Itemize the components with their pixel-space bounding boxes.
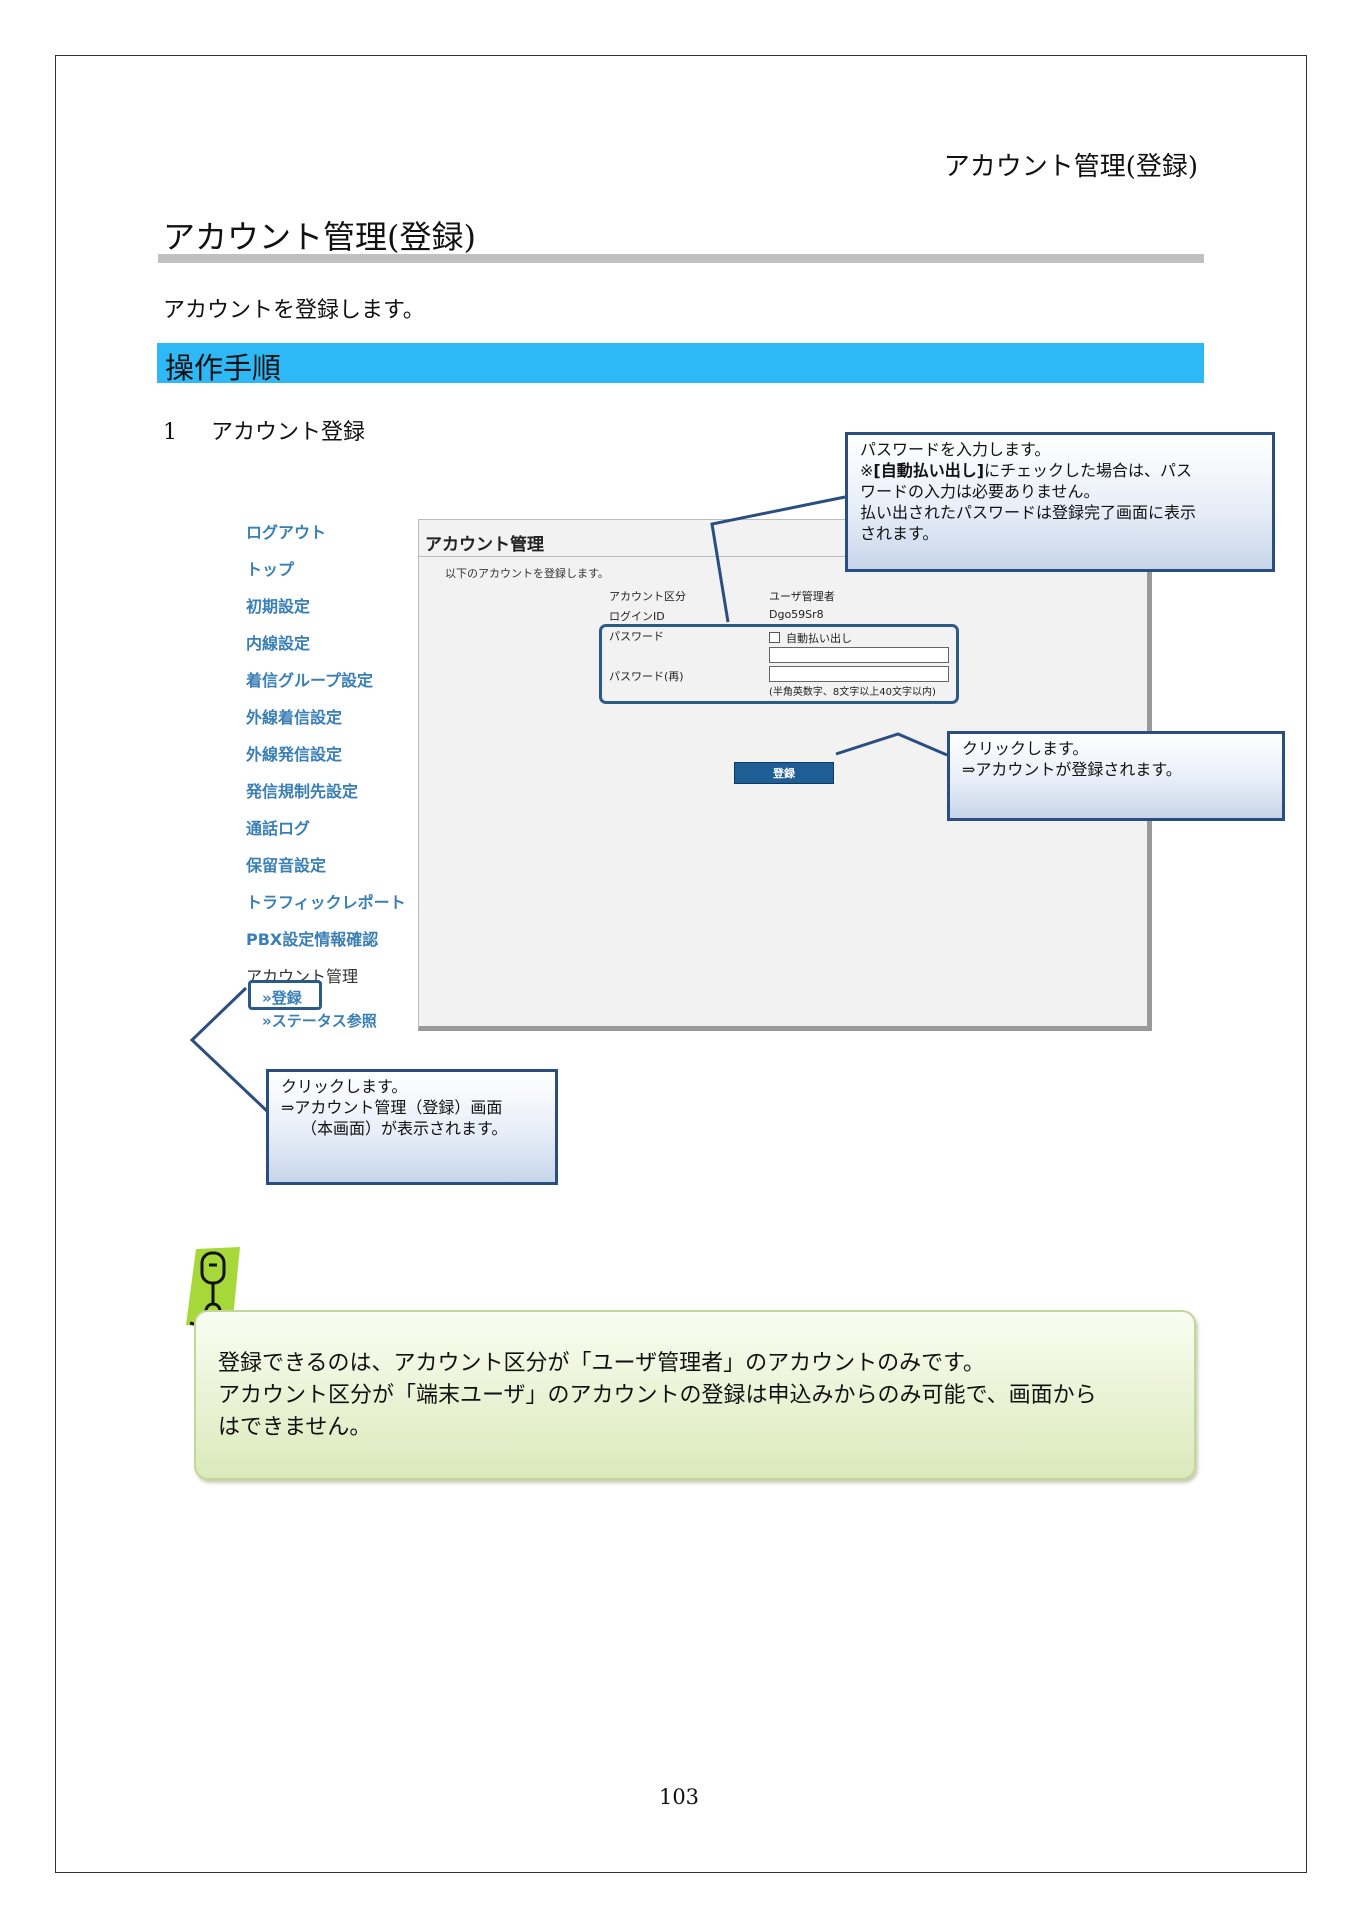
step-label: アカウント登録 (211, 420, 366, 445)
nav-logout[interactable]: ログアウト (246, 523, 327, 542)
nav-initial-settings[interactable]: 初期設定 (246, 597, 311, 616)
password-callout-line3: ワードの入力は必要ありません。 (860, 482, 1100, 501)
page-title: アカウント管理(登録) (163, 218, 476, 256)
login-id-label: ログインID (609, 610, 665, 623)
password-hint: (半角英数字、8文字以上40文字以内) (769, 687, 936, 698)
password-callout: パスワードを入力します。 ※[自動払い出し]にチェックした場合は、パス ワードの… (845, 432, 1275, 572)
nav-top[interactable]: トップ (246, 560, 295, 579)
note-mark: ※ (860, 461, 874, 480)
note-box: 登録できるのは、アカウント区分が「ユーザ管理者」のアカウントのみです。 アカウン… (194, 1310, 1196, 1480)
auto-issue-checkbox[interactable] (769, 632, 780, 643)
menu-callout: クリックします。 ⇒アカウント管理（登録）画面 （本画面）が表示されます。 (266, 1069, 558, 1185)
page-border (55, 55, 1307, 1873)
step-number: 1 (163, 420, 177, 445)
running-header: アカウント管理(登録) (943, 152, 1198, 182)
password-callout-line1: パスワードを入力します。 (860, 440, 1051, 459)
nav-external-outgoing-settings[interactable]: 外線発信設定 (246, 745, 343, 764)
password-callout-leader (710, 495, 846, 623)
nav-pbx-info[interactable]: PBX設定情報確認 (246, 930, 379, 949)
ui-screenshot: ログアウト トップ 初期設定 内線設定 着信グループ設定 外線着信設定 外線発信… (240, 513, 1152, 1035)
nav-call-log[interactable]: 通話ログ (246, 819, 311, 838)
password-callout-line2: ※[自動払い出し]にチェックした場合は、パス (860, 460, 1196, 481)
note-line3: はできません。 (218, 1415, 372, 1440)
menu-callout-line2: ⇒アカウント管理（登録）画面 (281, 1098, 503, 1117)
account-type-label: アカウント区分 (609, 590, 686, 603)
register-button[interactable]: 登録 (734, 762, 834, 784)
nav-call-restriction-settings[interactable]: 発信規制先設定 (246, 782, 359, 801)
step-heading: 1 アカウント登録 (163, 414, 365, 446)
register-callout-leader (835, 732, 948, 757)
auto-issue-label: 自動払い出し (786, 632, 852, 645)
section-heading-band: 操作手順 (157, 343, 1204, 385)
password-label: パスワード (609, 630, 664, 643)
password-input[interactable] (769, 647, 949, 663)
content-rule (419, 556, 1147, 557)
register-callout: クリックします。 ⇒アカウントが登録されます。 (947, 731, 1285, 821)
password-callout-line4: 払い出されたパスワードは登録完了画面に表示 (860, 503, 1197, 522)
content-panel: アカウント管理 以下のアカウントを登録します。 アカウント区分 ユーザ管理者 ロ… (418, 519, 1152, 1031)
nav-incoming-group-settings[interactable]: 着信グループ設定 (246, 671, 374, 690)
nav-account-status[interactable]: »ステータス参照 (262, 1012, 377, 1030)
side-nav: ログアウト トップ 初期設定 内線設定 着信グループ設定 外線着信設定 外線発信… (240, 513, 418, 1035)
intro-text: アカウントを登録します。 (163, 298, 425, 323)
nav-external-incoming-settings[interactable]: 外線着信設定 (246, 708, 343, 727)
nav-extension-settings[interactable]: 内線設定 (246, 634, 311, 653)
password-confirm-input[interactable] (769, 666, 949, 682)
register-callout-line1: クリックします。 (962, 739, 1089, 758)
account-type-value: ユーザ管理者 (769, 590, 835, 603)
note-line1: 登録できるのは、アカウント区分が「ユーザ管理者」のアカウントのみです。 (218, 1351, 985, 1376)
register-callout-line2: ⇒アカウントが登録されます。 (962, 760, 1182, 779)
login-id-value: Dgo59Sr8 (769, 608, 824, 621)
menu-callout-leader (189, 986, 270, 1114)
content-description: 以下のアカウントを登録します。 (445, 567, 609, 580)
password-callout-line2-rest: にチェックした場合は、パス (984, 461, 1193, 480)
page-number: 103 (658, 1785, 700, 1809)
title-rule (158, 254, 1204, 263)
menu-callout-line3: （本画面）が表示されます。 (301, 1119, 508, 1138)
register-highlight-frame (248, 980, 322, 1010)
auto-issue-ref: [自動払い出し] (873, 461, 985, 480)
menu-callout-line1: クリックします。 (281, 1077, 408, 1096)
nav-account-register[interactable]: »登録 (262, 989, 302, 1007)
password-confirm-label: パスワード(再) (609, 670, 684, 683)
nav-traffic-report[interactable]: トラフィックレポート (246, 893, 406, 912)
password-highlight-frame (599, 624, 959, 704)
content-title: アカウント管理 (425, 535, 544, 555)
note-line2: アカウント区分が「端末ユーザ」のアカウントの登録は申込みからのみ可能で、画面から (218, 1383, 1097, 1408)
section-heading: 操作手順 (165, 351, 282, 385)
nav-hold-music-settings[interactable]: 保留音設定 (246, 856, 327, 875)
password-callout-line5: されます。 (860, 524, 939, 543)
